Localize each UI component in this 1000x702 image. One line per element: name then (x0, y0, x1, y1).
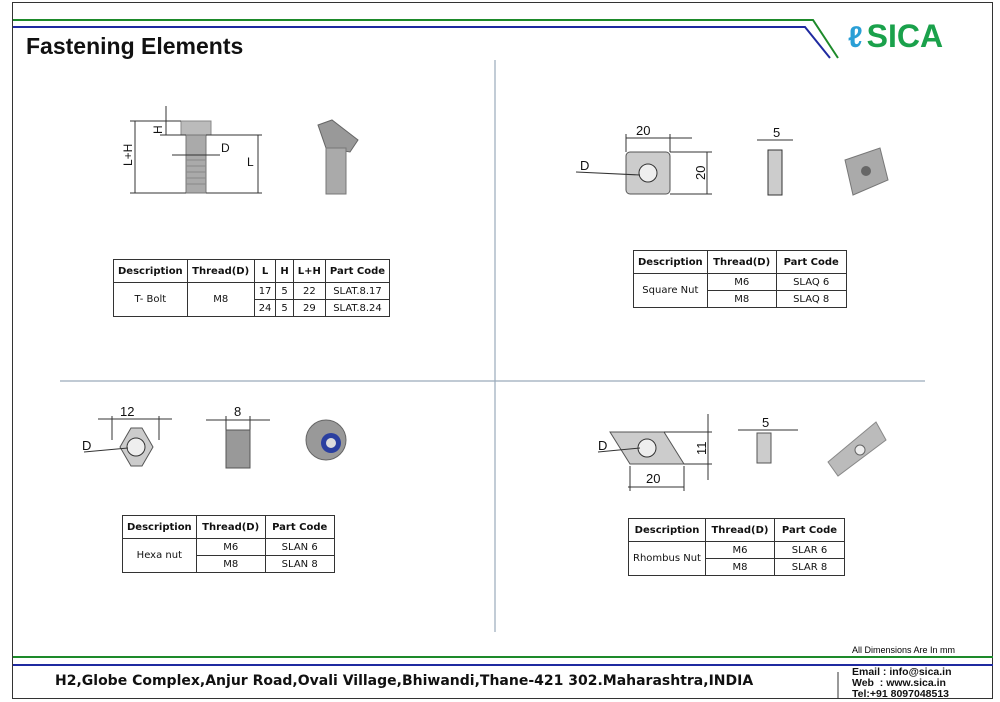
svg-text:H: H (151, 125, 165, 134)
svg-text:D: D (598, 438, 607, 453)
svg-text:20: 20 (636, 123, 650, 138)
telephone: Tel:+91 8097048513 (852, 688, 950, 700)
svg-text:5: 5 (762, 415, 769, 430)
page-title: Fastening Elements (26, 33, 244, 59)
dimensions-note: All Dimensions Are In mm (852, 645, 956, 655)
svg-text:L+H: L+H (121, 144, 135, 166)
svg-text:8: 8 (234, 404, 241, 419)
svg-text:11: 11 (694, 442, 709, 456)
svg-text:20: 20 (646, 471, 660, 486)
email: Email : info@sica.in (852, 666, 952, 678)
svg-text:L: L (247, 155, 254, 169)
contact-info: Email : info@sica.in Web : www.sica.in T… (852, 667, 952, 700)
svg-text:12: 12 (120, 404, 134, 419)
logo-icon: ℓ (848, 21, 863, 54)
svg-text:5: 5 (773, 125, 780, 140)
svg-text:20: 20 (693, 166, 708, 180)
company-address: H2,Globe Complex,Anjur Road,Ovali Villag… (55, 673, 754, 689)
website: Web : www.sica.in (852, 677, 946, 689)
svg-text:D: D (221, 141, 230, 155)
svg-text:D: D (580, 158, 589, 173)
svg-text:D: D (82, 438, 91, 453)
page-border (12, 2, 993, 699)
